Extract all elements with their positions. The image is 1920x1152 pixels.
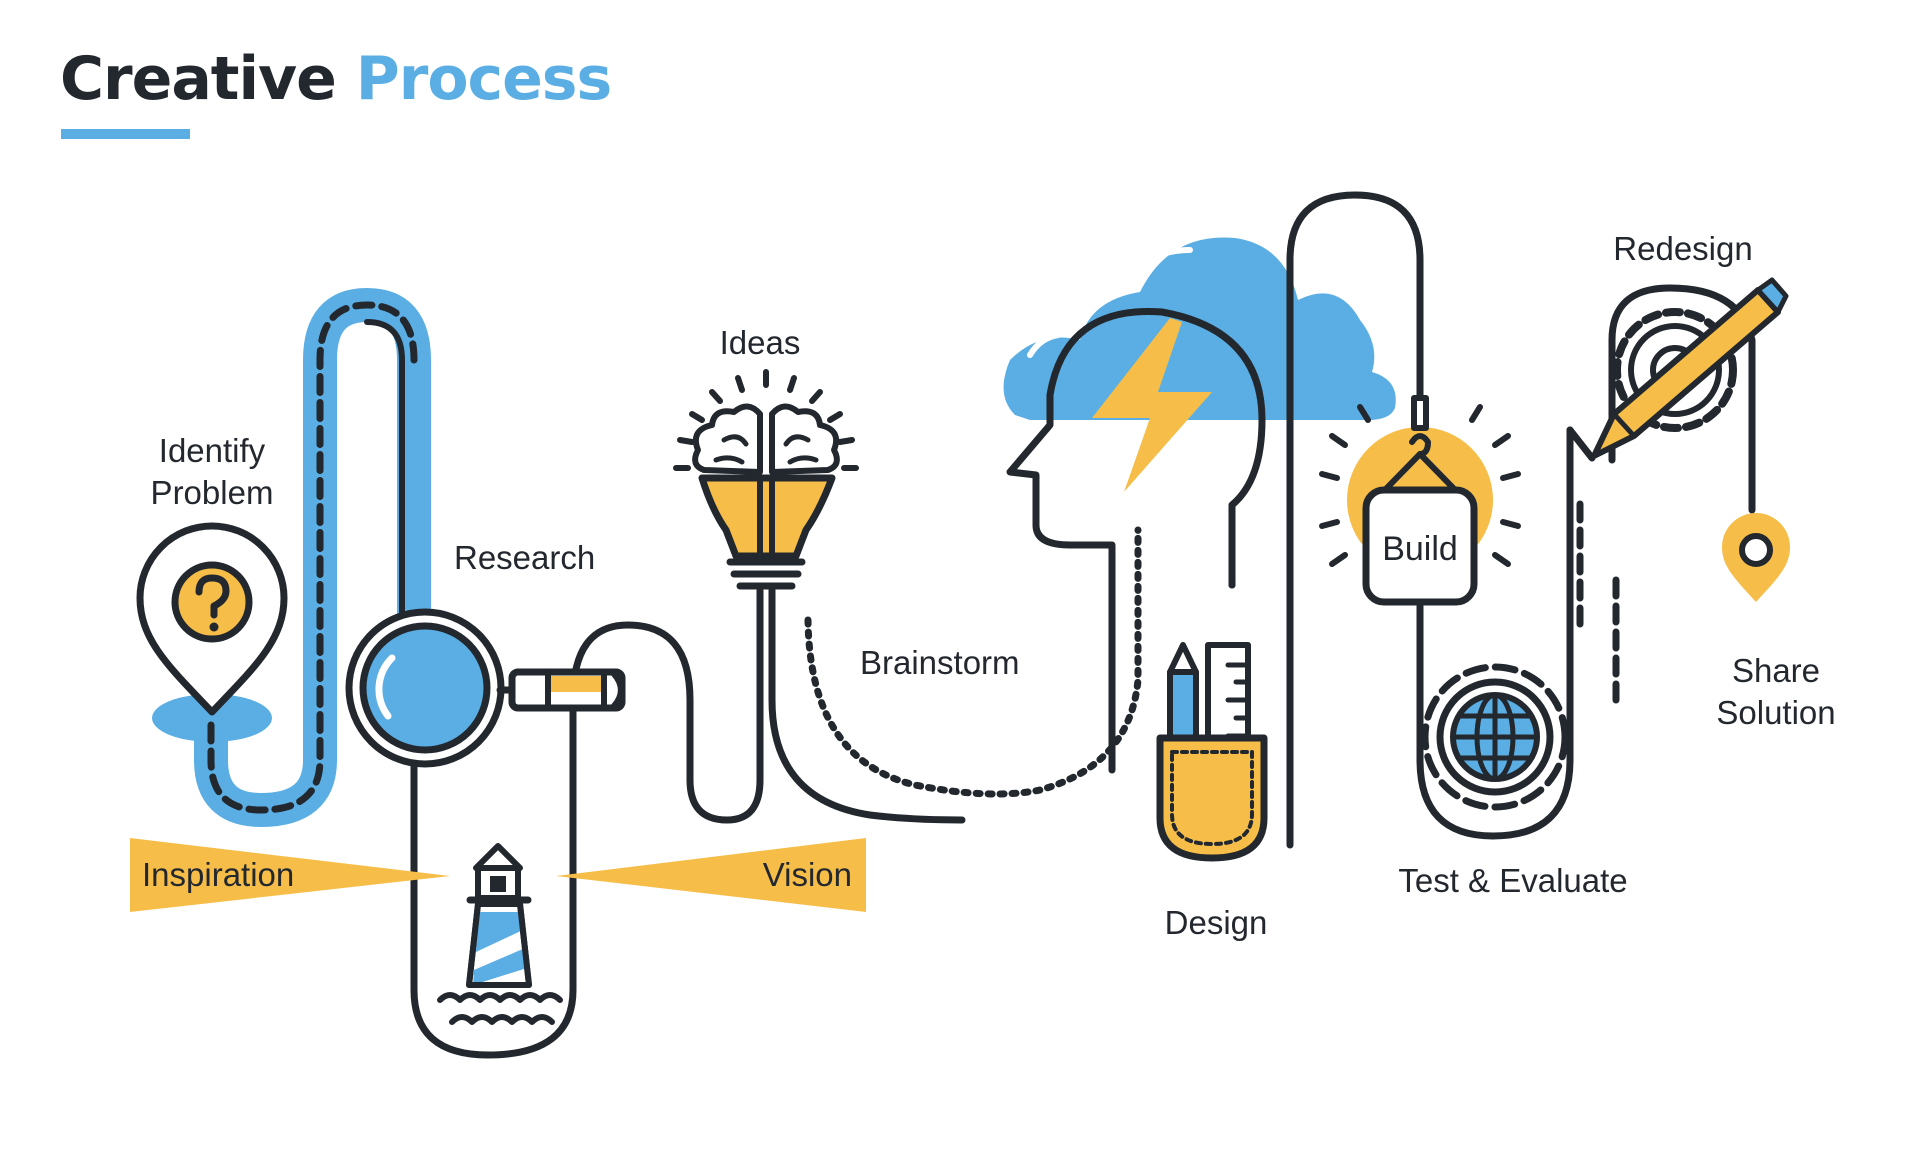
blue-loop-path [152,288,431,827]
lightbulb-brain-icon [673,369,859,590]
head-cloud-lightning-icon [1003,237,1396,774]
page-title: Creative Process [60,44,612,114]
gear-globe-icon [1421,663,1569,811]
location-pin-icon [1722,513,1790,602]
share-solution-line1: Share [1731,652,1821,689]
title-underline [61,129,190,139]
step-share-solution: Share Solution [1716,650,1835,734]
step-ideas: Ideas [719,324,801,361]
step-vision: Vision [762,856,852,893]
map-pin-question-icon [136,522,288,716]
step-inspiration: Inspiration [142,856,295,893]
step-test-evaluate: Test & Evaluate [1398,862,1628,899]
step-redesign: Redesign [1613,230,1753,267]
identify-problem-line2: Problem [150,474,274,511]
gear-pencil-icon [1591,277,1789,459]
hanging-sign-icon [1319,395,1521,606]
step-brainstorm: Brainstorm [860,644,1020,681]
step-identify-problem: Identify Problem [151,430,274,514]
beam-vision-shape [556,838,866,912]
step-research: Research [454,539,596,576]
identify-problem-line1: Identify [158,432,266,469]
share-solution-line2: Solution [1716,694,1836,731]
middle-process-line [1228,191,1596,849]
main-process-line [410,586,966,1059]
beam-inspiration-shape [130,838,450,912]
step-design: Design [1164,904,1268,941]
title-word-creative: Creative [60,44,337,114]
magnifier-icon [345,608,626,768]
step-build: Build [1382,530,1458,568]
title-word-process: Process [355,44,612,114]
lighthouse-icon [437,843,563,1025]
pocket-ruler-pencil-icon [1156,642,1268,862]
